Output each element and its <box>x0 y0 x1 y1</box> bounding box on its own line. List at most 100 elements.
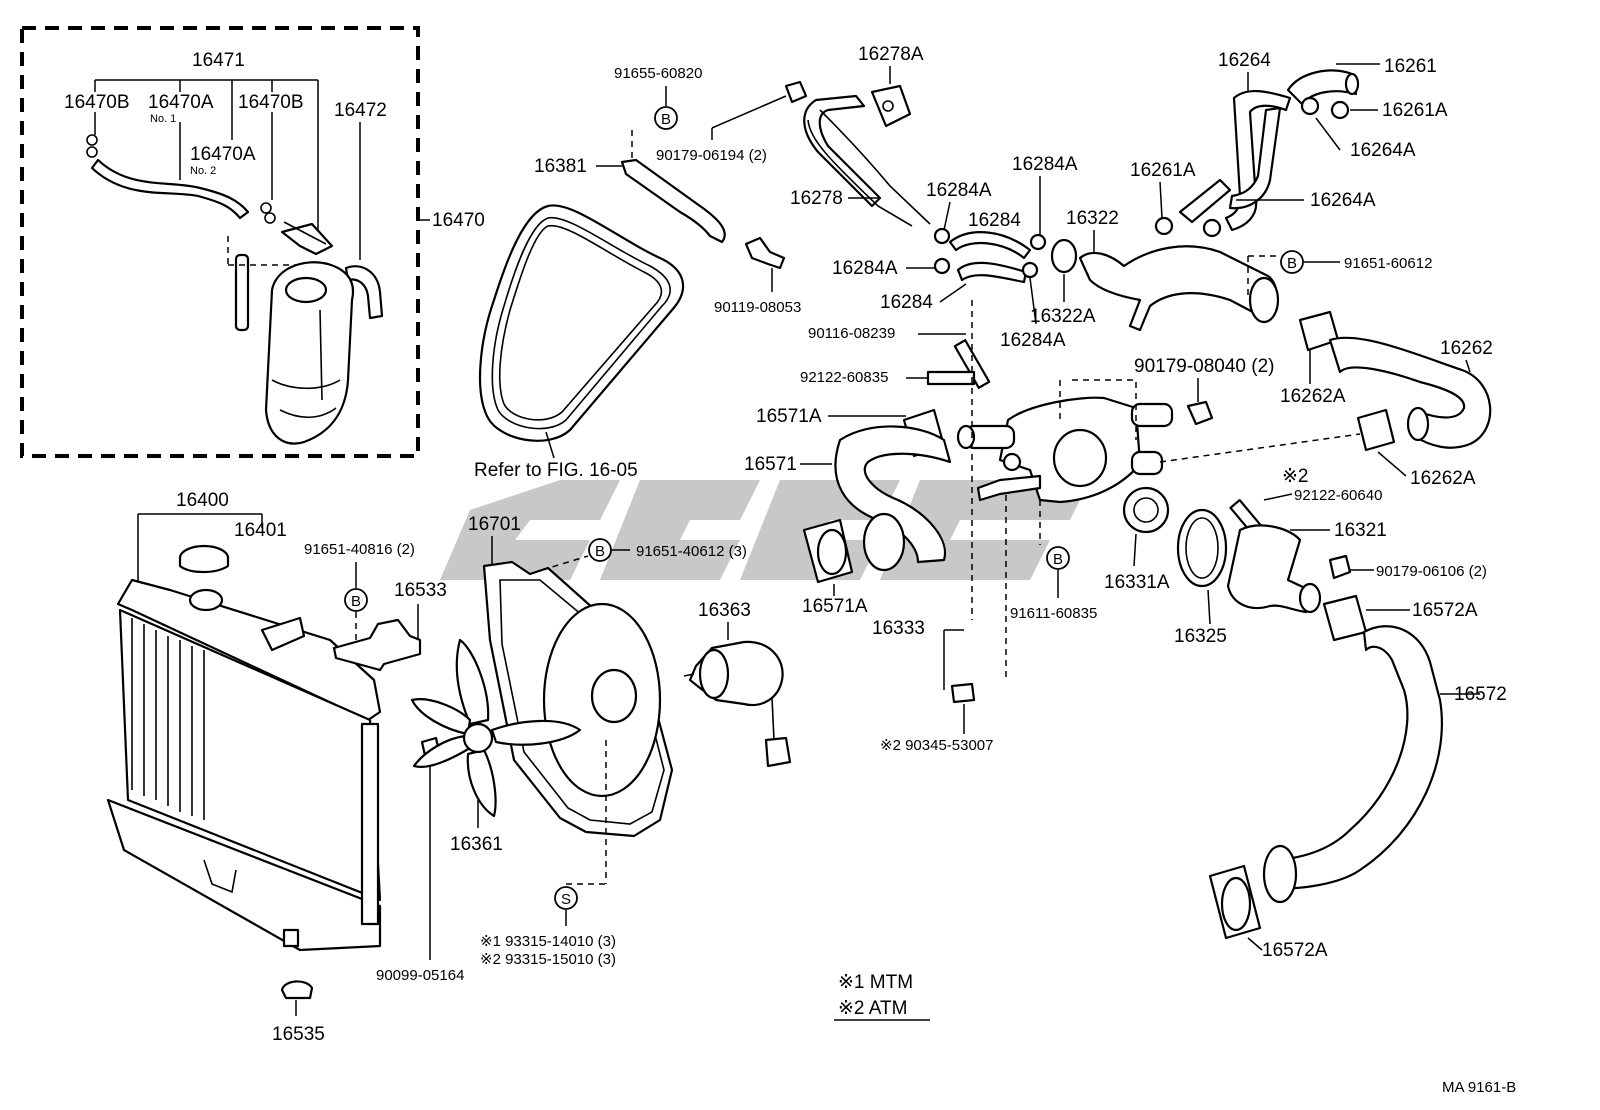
label-16571A-2: 16571A <box>802 596 868 617</box>
label-90116-08239: 90116-08239 <box>808 325 895 342</box>
svg-text:B: B <box>595 543 605 560</box>
legend-atm: ※2 ATM <box>838 998 907 1019</box>
badge-b-91651-60612: B <box>1280 250 1304 274</box>
water-outlet-group: 16322 16322A 16264 16261 16261A 16264A 1… <box>1030 50 1448 332</box>
label-16571: 16571 <box>744 454 797 475</box>
label-16264A-2: 16264A <box>1310 190 1376 211</box>
label-16261A-1: 16261A <box>1382 100 1448 121</box>
clamp-16470B-right <box>260 202 272 214</box>
gasket-16278A <box>870 84 912 128</box>
label-16262: 16262 <box>1440 338 1493 359</box>
fan-16361 <box>410 638 582 818</box>
clamp-16261A-2 <box>1154 216 1174 236</box>
nut-90179-06106 <box>1328 554 1352 580</box>
water-inlet-group: 90116-08239 92122-60835 90179-08040 (2) … <box>800 300 1361 754</box>
radiator-support-group: 91651-40816 (2) B 16533 90099-05164 1653… <box>272 541 464 1045</box>
bracket-16381 <box>620 158 726 244</box>
legend: ※1 MTM ※2 ATM <box>834 972 930 1021</box>
hose-16470A-no2 <box>234 253 250 332</box>
clamp-16284A-4 <box>1021 261 1039 279</box>
label-91651-40816: 91651-40816 (2) <box>304 541 415 558</box>
svg-text:B: B <box>1287 255 1297 272</box>
label-16401: 16401 <box>234 520 287 541</box>
stud-92122-60835 <box>926 370 976 386</box>
label-90099-05164: 90099-05164 <box>376 967 464 984</box>
label-16571A-1: 16571A <box>756 406 822 427</box>
label-16321: 16321 <box>1334 520 1387 541</box>
label-16278: 16278 <box>790 188 843 209</box>
label-91651-40612: 91651-40612 (3) <box>636 543 747 560</box>
radiator-lower-tank <box>106 798 382 952</box>
svg-text:B: B <box>661 111 671 128</box>
svg-text:B: B <box>351 593 361 610</box>
badge-s-93315: S <box>554 886 578 910</box>
hose-16572-group: 16572A 16572 16572A <box>1208 594 1507 961</box>
clamp-16284A-2 <box>1029 233 1047 251</box>
reservoir-dashed-frame <box>20 26 420 458</box>
nut-90179-08040 <box>1186 400 1214 426</box>
label-16470A-no2: 16470A <box>190 144 256 165</box>
badge-b-91611-60835: B <box>1046 546 1070 570</box>
hose-16470A-no1 <box>90 158 250 220</box>
label-91611-60835: 91611-60835 <box>1010 605 1097 622</box>
label-90119-08053: 90119-08053 <box>714 299 801 316</box>
label-90179-08040: 90179-08040 (2) <box>1134 356 1275 377</box>
label-16331A: 16331A <box>1104 572 1170 593</box>
clamp-16284A-3 <box>933 257 951 275</box>
label-16363: 16363 <box>698 600 751 621</box>
label-16470: 16470 <box>432 210 485 231</box>
hose-16472 <box>344 265 384 320</box>
label-16284A-1: 16284A <box>926 180 992 201</box>
label-16361: 16361 <box>450 834 503 855</box>
pipe-16278 <box>803 94 882 208</box>
label-16264: 16264 <box>1218 50 1271 71</box>
label-16572A-2: 16572A <box>1262 940 1328 961</box>
switch-90345-53007 <box>950 682 976 704</box>
hose-16572 <box>1266 625 1443 890</box>
sensor-16333 <box>976 474 1042 502</box>
label-16264A-1: 16264A <box>1350 140 1416 161</box>
hose-16571-group: 16571A 16571 16571A <box>744 406 952 617</box>
label-16262A-2: 16262A <box>1410 468 1476 489</box>
oring-16322A <box>1050 238 1078 274</box>
thermostat-16331A <box>1122 486 1170 534</box>
reservoir-cap <box>280 222 334 256</box>
bolt-90179-06194 <box>784 80 808 104</box>
label-92122-60835: 92122-60835 <box>800 369 888 386</box>
label-93315-14010: ※1 93315-14010 (3) <box>480 933 616 950</box>
label-16533: 16533 <box>394 580 447 601</box>
label-16535: 16535 <box>272 1024 325 1045</box>
clamp-16264A-2 <box>1202 218 1222 238</box>
label-16284-2: 16284 <box>880 292 933 313</box>
svg-text:B: B <box>1053 551 1063 568</box>
label-92122-60640: 92122-60640 <box>1294 487 1382 504</box>
clamp-16261A-1 <box>1330 100 1350 120</box>
label-16278A: 16278A <box>858 44 924 65</box>
clamp-16470B-left <box>86 134 98 146</box>
radiator-core-16400 <box>118 608 382 902</box>
belt-group: Refer to FIG. 16-05 16381 B 91655-60820 … <box>474 65 808 481</box>
bypass-pipe-group: 16278A 16278 16284A 16284A 16284 16284A … <box>790 44 1078 351</box>
hose-16284-2 <box>956 261 1028 284</box>
label-16333: 16333 <box>872 618 925 639</box>
label-16470B-right: 16470B <box>238 92 304 113</box>
drive-belt <box>478 204 685 442</box>
svg-text:S: S <box>561 891 571 908</box>
label-refer-fig: Refer to FIG. 16-05 <box>474 460 638 481</box>
label-16470B-left: 16470B <box>64 92 130 113</box>
label-16284-1: 16284 <box>968 210 1021 231</box>
label-mark-92122-60640: ※2 <box>1282 466 1309 487</box>
label-16262A-1: 16262A <box>1280 386 1346 407</box>
reservoir-tank <box>264 261 355 445</box>
clamp-16572A-1 <box>1322 594 1368 642</box>
label-16381: 16381 <box>534 156 587 177</box>
label-91655-60820: 91655-60820 <box>614 65 702 82</box>
badge-b-91655: B <box>654 106 678 130</box>
drain-cock-16535 <box>280 980 314 1000</box>
clamp-16284A-1 <box>933 227 951 245</box>
label-16261: 16261 <box>1384 56 1437 77</box>
label-16322A: 16322A <box>1030 306 1096 327</box>
label-16400: 16400 <box>176 490 229 511</box>
label-90179-06106: 90179-06106 (2) <box>1376 563 1487 580</box>
label-16261A-2: 16261A <box>1130 160 1196 181</box>
